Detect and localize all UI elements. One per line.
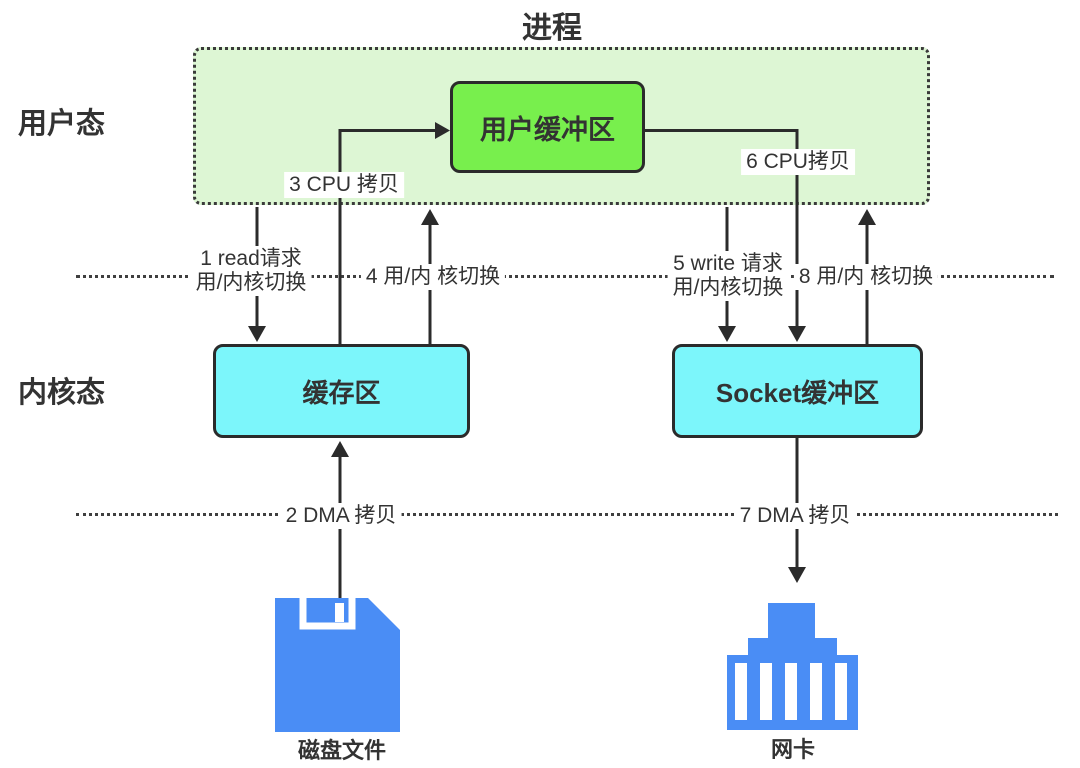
floppy-disk-icon bbox=[275, 598, 400, 732]
kernel-buffer-label: 缓存区 bbox=[302, 377, 381, 408]
user-kernel-boundary-line bbox=[76, 275, 1054, 278]
label-step5-line1: 5 write 请求 bbox=[673, 252, 783, 275]
socket-buffer-box: Socket缓冲区 bbox=[672, 344, 923, 438]
label-step7-dma-copy: 7 DMA 拷贝 bbox=[734, 503, 856, 529]
user-buffer-label: 用户缓冲区 bbox=[480, 114, 615, 145]
user-buffer-box: 用户缓冲区 bbox=[450, 81, 645, 173]
label-step6-cpu-copy: 6 CPU拷贝 bbox=[741, 149, 855, 175]
user-mode-label: 用户态 bbox=[18, 108, 106, 140]
label-step1-line2: 用/内核切换 bbox=[195, 271, 307, 294]
kernel-buffer-box: 缓存区 bbox=[213, 344, 470, 438]
socket-buffer-label: Socket缓冲区 bbox=[715, 377, 880, 408]
label-step5-line2: 用/内核切换 bbox=[672, 276, 784, 299]
label-step8-mode-switch: 8 用/内 核切换 bbox=[793, 264, 939, 290]
label-step1-read-request: 1 read请求 用/内核切换 bbox=[190, 246, 312, 296]
label-step4-mode-switch: 4 用/内 核切换 bbox=[360, 264, 506, 290]
network-card-icon bbox=[727, 603, 858, 730]
kernel-hardware-boundary-line bbox=[76, 513, 1058, 516]
label-step3-cpu-copy: 3 CPU 拷贝 bbox=[284, 172, 404, 198]
nic-label: 网卡 bbox=[770, 737, 816, 762]
diagram-title: 进程 bbox=[522, 12, 582, 45]
label-step1-line1: 1 read请求 bbox=[200, 247, 302, 270]
kernel-mode-label: 内核态 bbox=[18, 377, 106, 409]
label-step5-write-request: 5 write 请求 用/内核切换 bbox=[667, 251, 789, 301]
label-step2-dma-copy: 2 DMA 拷贝 bbox=[280, 503, 402, 529]
disk-file-label: 磁盘文件 bbox=[297, 738, 387, 763]
